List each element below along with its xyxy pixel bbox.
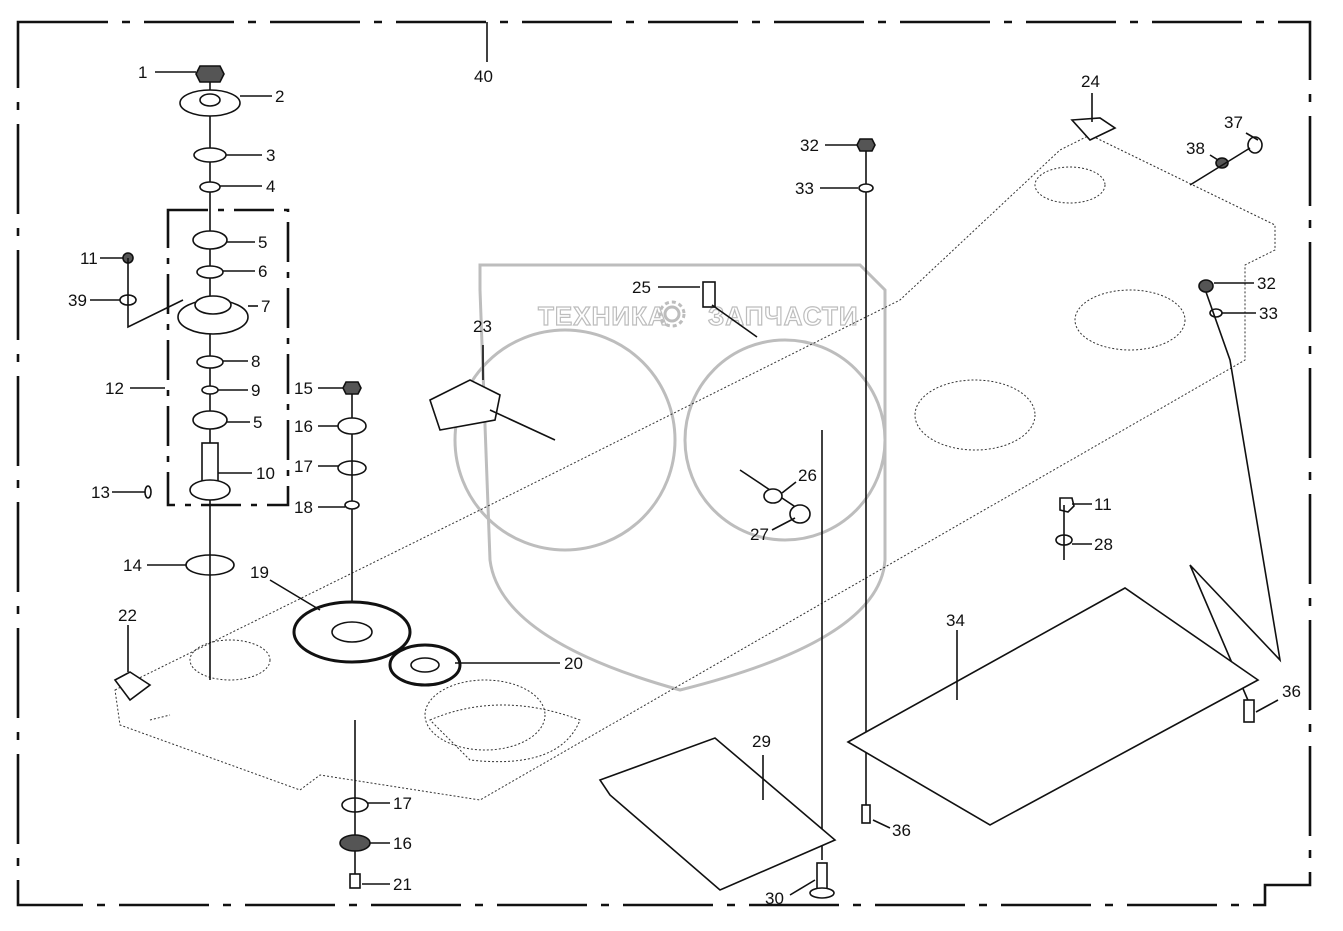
watermark: ТЕХНИКА ЗАПЧАСТИ (453, 263, 887, 692)
end-caps (113, 117, 1117, 702)
callout-9: 9 (251, 381, 260, 400)
callout-7: 7 (261, 297, 270, 316)
callout-5: 5 (258, 233, 267, 252)
callout-37: 37 (1224, 113, 1243, 132)
callout-27: 27 (750, 525, 769, 544)
spindle-assembly (119, 65, 290, 680)
callout-24: 24 (1081, 72, 1100, 91)
callout-33b: 33 (1259, 304, 1278, 323)
callout-11b: 11 (1094, 495, 1112, 514)
callout-3: 3 (266, 146, 275, 165)
callout-4: 4 (266, 177, 275, 196)
callout-29: 29 (752, 732, 771, 751)
callouts: 1 2 3 4 5 6 7 8 9 5 10 11 39 12 13 14 15… (68, 63, 1301, 908)
callout-26: 26 (798, 466, 817, 485)
callout-2: 2 (275, 87, 284, 106)
callout-19: 19 (250, 563, 269, 582)
callout-39: 39 (68, 291, 87, 310)
callout-32: 32 (800, 136, 819, 155)
callout-33: 33 (795, 179, 814, 198)
callout-16b: 16 (393, 834, 412, 853)
cutterbar-housing (114, 134, 1276, 801)
right-fasteners (702, 136, 1282, 899)
callout-36b: 36 (1282, 682, 1301, 701)
gear-icon (658, 300, 686, 328)
callout-32b: 32 (1257, 274, 1276, 293)
callout-16: 16 (294, 417, 313, 436)
assembly-boundary (16, 20, 1312, 907)
callout-17: 17 (294, 457, 313, 476)
callout-12: 12 (105, 379, 124, 398)
gear-train (292, 381, 462, 687)
cover-plate-34 (846, 587, 1260, 826)
watermark-left-text: ТЕХНИКА (538, 301, 668, 331)
skid-plate-29 (598, 737, 837, 891)
callout-11: 11 (80, 249, 98, 268)
callout-18: 18 (294, 498, 313, 517)
callout-14: 14 (123, 556, 142, 575)
callout-40: 40 (474, 67, 493, 86)
callout-25: 25 (632, 278, 651, 297)
callout-23: 23 (473, 317, 492, 336)
bottom-fasteners (339, 720, 371, 889)
callout-15: 15 (294, 379, 313, 398)
callout-17b: 17 (393, 794, 412, 813)
callout-20: 20 (564, 654, 583, 673)
callout-28: 28 (1094, 535, 1113, 554)
callout-1: 1 (138, 63, 147, 82)
nut-1 (195, 65, 225, 83)
callout-30: 30 (765, 889, 784, 908)
callout-8: 8 (251, 352, 260, 371)
callout-34: 34 (946, 611, 965, 630)
callout-5b: 5 (253, 413, 262, 432)
callout-13: 13 (91, 483, 110, 502)
callout-21: 21 (393, 875, 412, 894)
watermark-right-text: ЗАПЧАСТИ (708, 301, 859, 331)
callout-36: 36 (892, 821, 911, 840)
callout-10: 10 (256, 464, 275, 483)
callout-6: 6 (258, 262, 267, 281)
callout-22: 22 (118, 606, 137, 625)
callout-38: 38 (1186, 139, 1205, 158)
